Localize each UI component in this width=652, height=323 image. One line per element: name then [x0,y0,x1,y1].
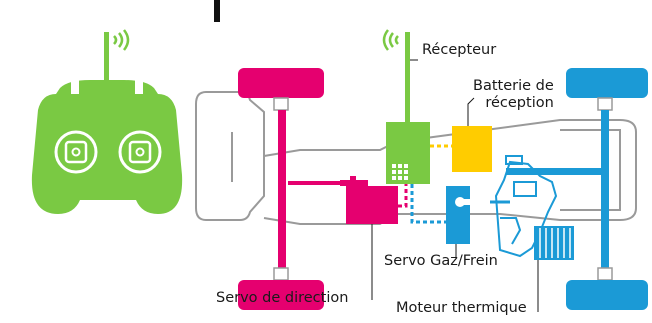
throttle-servo [410,184,510,258]
wheel-icon [566,280,648,310]
engine-icon [494,155,574,312]
steering-servo [288,176,408,300]
servo-icon [446,186,470,244]
radio-transmitter-icon [31,29,183,214]
label-batterie-line1: Batterie de [473,78,554,94]
left-stick-icon [54,130,98,174]
label-batterie-line2: réception [485,95,554,111]
receiver-icon [382,29,430,184]
label-recepteur: Récepteur [422,42,497,58]
transmitter-body [31,80,183,214]
right-stick-icon [118,130,162,174]
label-moteur: Moteur thermique [396,300,527,316]
wheel-icon [238,68,324,98]
wheel-icon [566,68,648,98]
servo-icon [346,186,398,224]
label-batterie: Batterie de réception [473,78,554,112]
transmitter-antenna [104,32,109,100]
wheel-icon [238,280,324,310]
label-servo-gaz: Servo Gaz/Frein [384,253,498,269]
battery-icon [430,97,492,172]
top-divider [214,0,220,22]
top-strip [0,0,652,22]
rear-axle [506,68,648,310]
front-axle [238,68,324,310]
label-servo-direction: Servo de direction [216,290,349,306]
